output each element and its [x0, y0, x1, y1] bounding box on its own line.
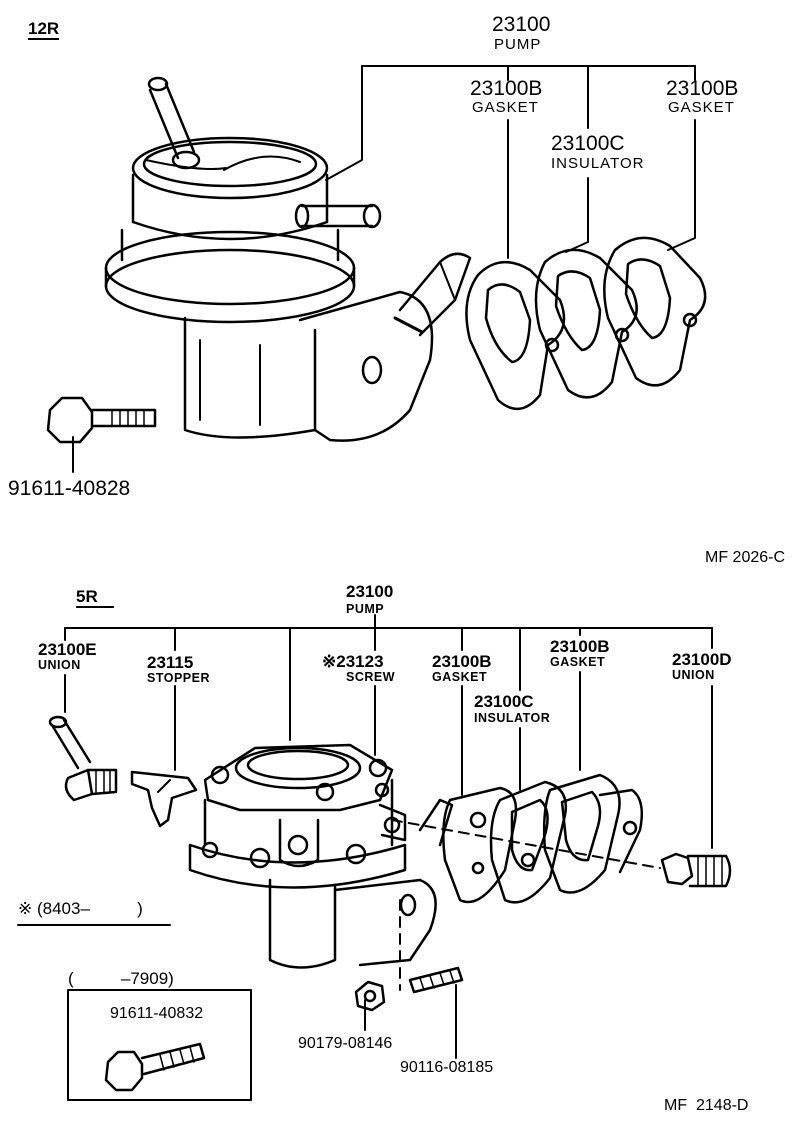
old-type-box	[67, 989, 252, 1101]
gaskets-5r-drawing	[442, 773, 643, 904]
pump-5r-label: PUMP	[346, 602, 385, 616]
pump-5r-number: 23100	[346, 582, 394, 601]
applicability-note: ※ (8403– )	[18, 899, 143, 918]
pump-12r-drawing	[104, 76, 472, 442]
screw-label: SCREW	[346, 670, 396, 684]
ref-code-top: MF 2026-C	[705, 549, 786, 566]
stopper-label: STOPPER	[147, 671, 211, 685]
insulator-5r-label: INSULATOR	[474, 711, 551, 725]
screw-number: ※23123	[322, 652, 384, 671]
stud-part-number: 90116-08185	[400, 1059, 494, 1076]
nut-part-number: 90179-08146	[298, 1035, 393, 1052]
union-d-number: 23100D	[672, 650, 732, 669]
gaskets-12r-drawing	[465, 236, 707, 410]
union-d-label: UNION	[672, 668, 715, 682]
gasket-12r-a-number: 23100B	[470, 77, 543, 100]
box-bolt-part-number: 91611-40832	[110, 1005, 204, 1022]
insulator-5r-number: 23100C	[474, 692, 534, 711]
union-e-drawing	[48, 715, 118, 802]
bolt-12r-drawing	[46, 396, 157, 444]
model-5r-label: 5R	[76, 588, 114, 608]
stopper-drawing	[130, 770, 198, 828]
ref-code-bottom: MF 2148-D	[664, 1097, 749, 1114]
gasket-5r-b-label: GASKET	[550, 655, 606, 669]
model-12r-label: 12R	[28, 19, 60, 40]
gasket-5r-a-number: 23100B	[432, 652, 492, 671]
bolt-12r-part-number: 91611-40828	[8, 477, 131, 500]
insulator-12r-label: INSULATOR	[551, 155, 645, 172]
gasket-5r-a-label: GASKET	[432, 670, 488, 684]
nut-stud-drawing	[354, 966, 464, 1012]
union-d-drawing	[660, 852, 732, 888]
pump-12r-number: 23100	[492, 13, 551, 36]
union-e-label: UNION	[38, 658, 81, 672]
stopper-number: 23115	[147, 653, 194, 672]
gasket-12r-a-label: GASKET	[472, 99, 539, 116]
bottom-leader-lines	[64, 614, 713, 1059]
top-leader-lines	[72, 65, 696, 473]
box-bolt-drawing	[104, 1042, 206, 1092]
box-date-range: ( –7909)	[68, 969, 174, 988]
dashed-assembly-lines	[391, 819, 661, 991]
gasket-12r-b-number: 23100B	[666, 77, 739, 100]
gasket-12r-b-label: GASKET	[668, 99, 735, 116]
pump-5r-drawing	[188, 743, 454, 969]
gasket-5r-b-number: 23100B	[550, 637, 610, 656]
union-e-number: 23100E	[38, 640, 97, 659]
insulator-12r-number: 23100C	[551, 132, 625, 155]
pump-12r-label: PUMP	[494, 36, 542, 53]
